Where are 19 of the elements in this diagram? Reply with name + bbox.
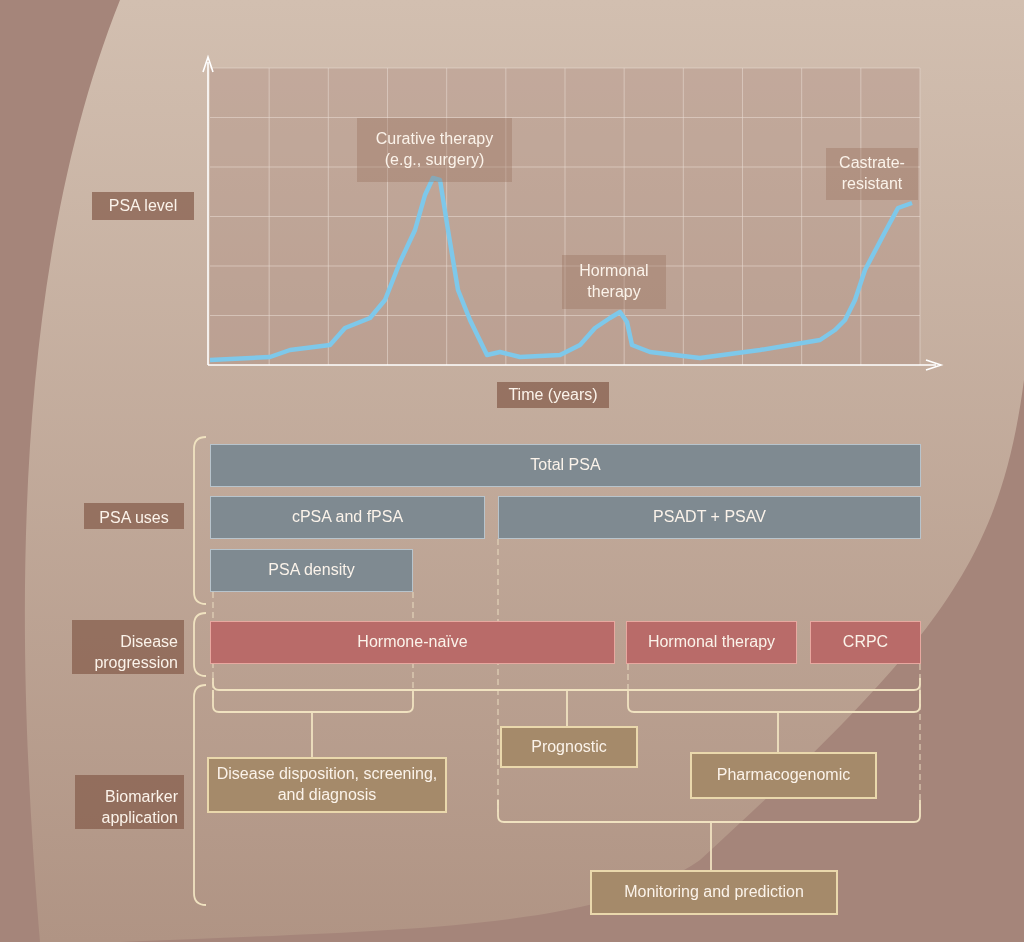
application-box: Monitoring and prediction (590, 870, 838, 915)
callout-label: Castrate-resistant (826, 148, 918, 200)
callout-label: Hormonal therapy (562, 255, 666, 309)
disease-stage-bar: Hormonal therapy (626, 621, 797, 664)
application-box: Pharmacogenomic (690, 752, 877, 799)
disease-stage-bar: Hormone-naïve (210, 621, 615, 664)
callout-label: Curative therapy (e.g., surgery) (357, 118, 512, 182)
row-label: PSA uses (84, 503, 184, 529)
axis-label: PSA level (92, 192, 194, 220)
axis-label: Time (years) (497, 382, 609, 408)
application-box: Prognostic (500, 726, 638, 768)
row-label: Biomarker application (75, 775, 184, 829)
disease-stage-bar: CRPC (810, 621, 921, 664)
psa-measure-bar: Total PSA (210, 444, 921, 487)
application-box: Disease disposition, screening, and diagnosis (207, 757, 447, 813)
psa-measure-bar: PSA density (210, 549, 413, 592)
row-label: Disease progression (72, 620, 184, 674)
psa-measure-bar: cPSA and fPSA (210, 496, 485, 539)
psa-measure-bar: PSADT + PSAV (498, 496, 921, 539)
